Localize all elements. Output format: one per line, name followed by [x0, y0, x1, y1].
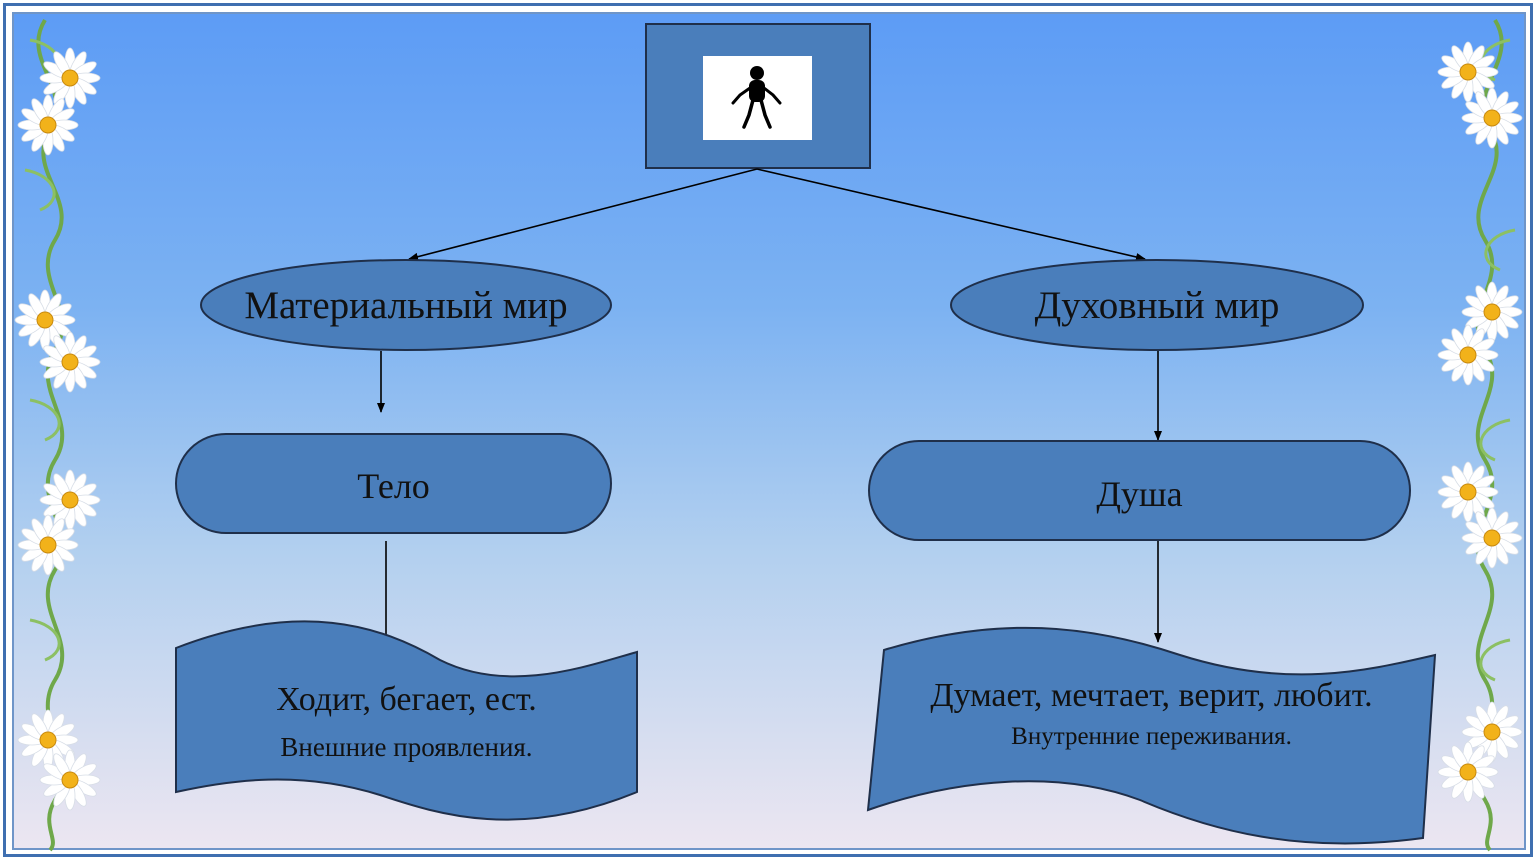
body-actions-text: Ходит, бегает, ест. [276, 681, 537, 718]
soul-caption-text: Внутренние переживания. [1011, 723, 1292, 750]
material-world-label: Материальный мир [244, 284, 568, 327]
spiritual-world-label: Духовный мир [1034, 284, 1280, 327]
person-icon [731, 66, 782, 129]
body-caption-text: Внешние проявления. [280, 732, 533, 762]
root-node [645, 23, 871, 169]
body-node [175, 433, 612, 534]
soul-banner [866, 626, 1437, 845]
body-label: Тело [357, 466, 430, 506]
body-banner [175, 620, 638, 821]
slide-frame [3, 3, 1533, 857]
soul-actions-text: Думает, мечтает, верит, любит. [930, 677, 1373, 714]
soul-node [868, 440, 1411, 541]
left-daisy-garland-icon [14, 18, 101, 852]
right-daisy-garland-icon [1437, 18, 1523, 852]
material-world-node [200, 259, 612, 351]
spiritual-world-node [950, 259, 1364, 351]
connector-arrows [377, 168, 1162, 649]
soul-label: Душа [1096, 474, 1183, 514]
